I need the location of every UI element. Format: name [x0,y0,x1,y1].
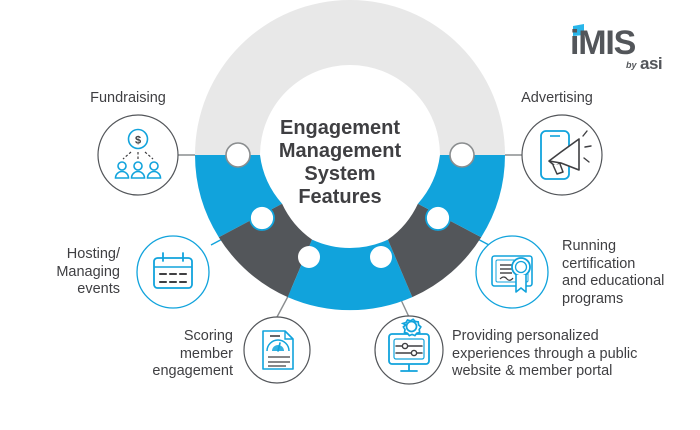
hub-marker-advertising[interactable] [449,142,475,168]
center-title-line-3: System [304,163,375,185]
ring-hub-markers [225,142,475,268]
hub-marker-personalized[interactable] [370,246,392,268]
icon-bubble-certification[interactable] [475,235,549,309]
hub-marker-hosting-events[interactable] [249,205,275,231]
ring-segment-right-cyan [417,155,505,238]
imis-by-asi-logo: iMIS by asi [570,24,663,72]
label-hosting-events: Hosting/ Managing events [56,246,120,298]
center-title-line-4: Features [298,186,381,208]
calendar-icon [153,252,193,289]
label-scoring-engagement: Scoring member engagement [152,328,233,380]
icon-bubble-hosting-events[interactable] [136,235,210,309]
imis-logo-wordmark: iMIS [570,24,636,62]
svg-text:$: $ [135,135,141,147]
gauge-document-icon [262,330,294,370]
ring-segment-left-dark [218,203,313,298]
donation-people-icon: $ [114,128,162,179]
center-title-group: Engagement Management System Features [279,117,402,208]
icon-bubble-advertising[interactable] [521,114,603,196]
imis-logo-accent-dot [573,24,584,36]
certificate-ribbon-icon [491,255,533,293]
bubble-outline-hosting-events [136,235,210,309]
megaphone-phone-icon [540,130,592,180]
label-fundraising: Fundraising [90,90,166,106]
bubble-outline-fundraising [97,114,179,196]
label-certification-programs: Running certification and educational pr… [562,238,665,308]
ring-segment-top-light [195,0,505,155]
icon-bubble-personalized[interactable] [374,315,444,385]
bubble-outline-certification [475,235,549,309]
ring-segment-left-cyan [195,155,283,238]
imis-logo-by-text: by [626,60,637,70]
label-advertising: Advertising [521,90,593,106]
icon-bubble-scoring[interactable] [243,316,311,384]
center-title-line-2: Management [279,140,402,162]
imis-logo-asi-text: asi [640,54,662,72]
hub-marker-certification[interactable] [425,205,451,231]
ring-segment-right-dark [387,203,482,298]
label-personalized-experiences: Providing personalized experiences throu… [452,328,638,380]
hub-marker-scoring[interactable] [298,246,320,268]
hub-marker-fundraising[interactable] [225,142,251,168]
monitor-settings-icon [388,318,430,372]
icon-bubble-fundraising[interactable]: $ [97,114,179,196]
center-title-line-1: Engagement [280,117,400,139]
bubble-outline-personalized [374,315,444,385]
